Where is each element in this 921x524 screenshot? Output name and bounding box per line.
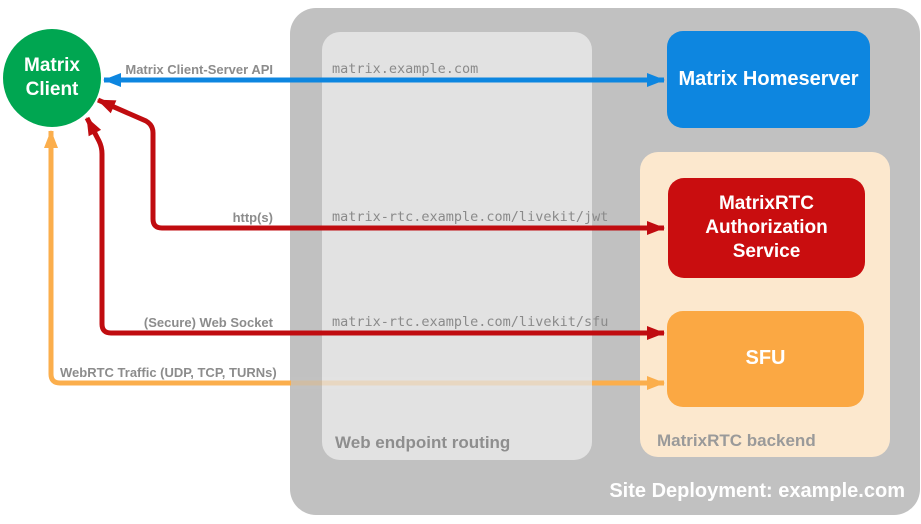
sfu-label: SFU <box>745 347 786 370</box>
webrtc-traffic-edge-label: WebRTC Traffic (UDP, TCP, TURNs) <box>60 365 277 380</box>
client-server-api-edge-label: Matrix Client-Server API <box>125 62 273 77</box>
matrix-client-label: Matrix Client <box>24 54 80 100</box>
sfu-node: SFU <box>667 311 864 407</box>
matrix-homeserver-label: Matrix Homeserver <box>678 67 859 90</box>
matrixrtc-authorization-service-node: MatrixRTC Authorization Service <box>668 178 865 278</box>
web-endpoint-routing-panel: Web endpoint routing <box>322 32 592 460</box>
matrixrtc-backend-label: MatrixRTC backend <box>657 431 816 450</box>
matrix-endpoint-url: matrix.example.com <box>332 61 479 77</box>
livekit-sfu-endpoint-url: matrix-rtc.example.com/livekit/sfu <box>332 314 609 330</box>
site-deployment-label: Site Deployment: example.com <box>609 480 905 502</box>
https-edge-label: http(s) <box>232 210 273 225</box>
matrix-client-node: Matrix Client <box>3 29 101 127</box>
web-endpoint-routing-label: Web endpoint routing <box>335 433 511 452</box>
matrix-homeserver-node: Matrix Homeserver <box>667 31 870 128</box>
websocket-edge-label: (Secure) Web Socket <box>143 315 273 330</box>
livekit-jwt-endpoint-url: matrix-rtc.example.com/livekit/jwt <box>332 209 609 225</box>
matrixrtc-authorization-service-label: MatrixRTC Authorization Service <box>705 192 828 263</box>
